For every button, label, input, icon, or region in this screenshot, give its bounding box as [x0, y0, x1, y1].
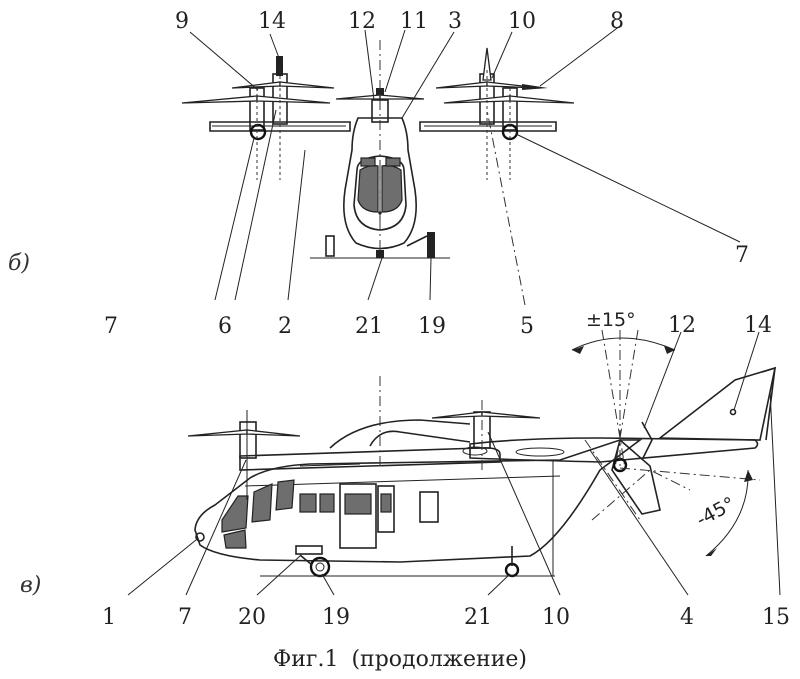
side-view: 1 7 20 19 21 10 4 15 12 14 ±15° -45° в) — [20, 309, 790, 630]
label-12: 12 — [668, 313, 696, 338]
side-fuselage — [194, 439, 643, 563]
label-8: 8 — [610, 9, 624, 34]
label-2: 2 — [278, 314, 292, 339]
label-10: 10 — [542, 605, 570, 630]
front-view: 9 14 12 11 3 10 8 7 6 2 21 19 5 7 б) — [8, 9, 749, 339]
side-tail-fin — [657, 366, 777, 441]
label-14: 14 — [744, 313, 772, 338]
label-19: 19 — [322, 605, 350, 630]
label-21: 21 — [355, 314, 383, 339]
side-door — [339, 483, 377, 549]
front-gear-right — [427, 232, 435, 258]
label-12: 12 — [348, 9, 376, 34]
caption-main: Фиг.1 — [273, 647, 338, 672]
label-14: 14 — [258, 9, 286, 34]
label-20: 20 — [238, 605, 266, 630]
front-wing — [209, 121, 557, 132]
front-fuselage — [343, 117, 417, 250]
label-10: 10 — [508, 9, 536, 34]
view-label-b: б) — [8, 251, 30, 276]
side-nose-window — [223, 529, 247, 549]
angle-label-lower: -45° — [693, 493, 739, 531]
label-4: 4 — [680, 605, 694, 630]
label-15: 15 — [762, 605, 790, 630]
front-gear-left — [325, 235, 335, 257]
view-label-v: в) — [20, 573, 41, 598]
figure-caption: Фиг.1 (продолжение) — [273, 647, 527, 672]
label-7: 7 — [178, 605, 192, 630]
label-7-left: 7 — [104, 314, 118, 339]
label-11: 11 — [400, 9, 428, 34]
label-21: 21 — [464, 605, 492, 630]
angle-label-upper: ±15° — [586, 309, 636, 331]
label-5: 5 — [520, 314, 534, 339]
label-7-right: 7 — [735, 243, 749, 268]
label-6: 6 — [218, 314, 232, 339]
side-cabin-roof — [329, 419, 471, 449]
label-1: 1 — [102, 605, 116, 630]
label-3: 3 — [448, 9, 462, 34]
label-9: 9 — [175, 9, 189, 34]
label-19: 19 — [418, 314, 446, 339]
caption-sub: (продолжение) — [351, 647, 527, 672]
angle-arc-upper — [571, 337, 676, 351]
side-nacelle-beam — [239, 447, 501, 471]
